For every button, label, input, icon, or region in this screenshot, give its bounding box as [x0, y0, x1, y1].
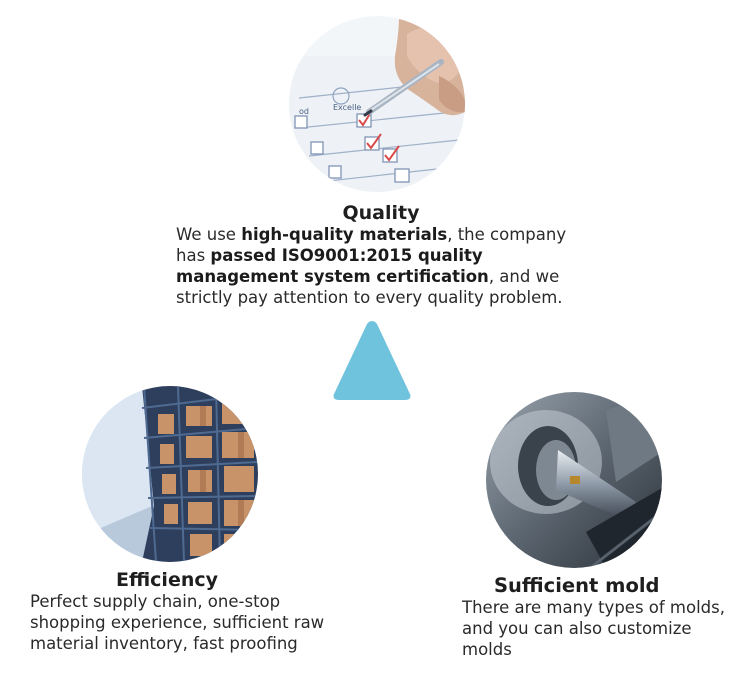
quality-text-highlight: high-quality materials [241, 225, 448, 244]
quality-photo: od Excelle [289, 16, 465, 192]
efficiency-description: Perfect supply chain, one-stop shopping … [30, 592, 325, 653]
efficiency-section: Efficiency Perfect supply chain, one-sto… [30, 569, 330, 654]
efficiency-title: Efficiency [116, 569, 219, 591]
mold-photo [486, 392, 662, 568]
form-label-excellent: Excelle [333, 103, 361, 112]
mold-description: There are many types of molds, and you c… [462, 598, 726, 659]
triangle-shape [333, 321, 411, 400]
efficiency-photo [82, 386, 258, 562]
form-label-good: od [299, 107, 309, 116]
quality-text-part: We use [176, 225, 242, 244]
mold-section: Sufficient mold There are many types of … [462, 575, 732, 660]
quality-text-part: , the company has [176, 225, 567, 265]
quality-description: We use high-quality materials, the compa… [176, 224, 596, 308]
quality-text-part: , and we strictly pay attention to every… [176, 267, 563, 307]
quality-text-highlight: passed ISO9001:2015 quality management s… [176, 246, 489, 286]
quality-title: Quality [342, 202, 420, 224]
mold-title: Sufficient mold [494, 574, 660, 597]
quality-section: Quality We use high-quality materials, t… [176, 202, 596, 308]
